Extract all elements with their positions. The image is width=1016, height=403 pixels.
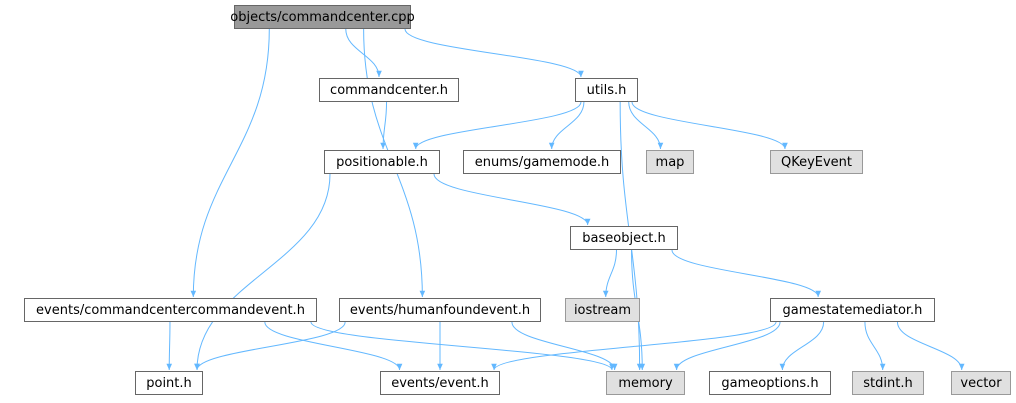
edge-utils_h-to-positionable_h bbox=[412, 101, 582, 150]
node-iostream: iostream bbox=[565, 298, 640, 322]
edge-gamestatemediator_h-to-event_h bbox=[491, 321, 777, 371]
node-stdint-h: stdint.h bbox=[852, 371, 924, 395]
edge-cccommandevent_h-to-event_h bbox=[264, 321, 403, 371]
edge-positionable_h-to-point_h bbox=[194, 173, 331, 371]
node-point-h[interactable]: point.h bbox=[135, 371, 203, 395]
edge-humanfoundevent_h-to-point_h bbox=[194, 321, 346, 371]
edge-root-to-utils_h bbox=[404, 28, 584, 78]
edge-baseobject_h-to-gamestatemediator_h bbox=[671, 249, 821, 298]
node-enums-gamemode-h[interactable]: enums/gamemode.h bbox=[463, 150, 621, 174]
node-objects-commandcenter-cpp[interactable]: objects/commandcenter.cpp bbox=[230, 5, 415, 29]
edge-commandcenter_h-to-positionable_h bbox=[380, 101, 388, 150]
node-memory: memory bbox=[606, 371, 685, 395]
node-vector: vector bbox=[951, 371, 1011, 395]
node-commandcenter-h[interactable]: commandcenter.h bbox=[319, 78, 459, 102]
node-baseobject-h[interactable]: baseobject.h bbox=[570, 226, 678, 250]
node-positionable-h[interactable]: positionable.h bbox=[324, 150, 440, 174]
edge-gamestatemediator_h-to-memory bbox=[673, 321, 781, 371]
edge-positionable_h-to-baseobject_h bbox=[433, 173, 591, 226]
edge-root-to-commandcenter_h bbox=[345, 28, 382, 78]
edge-baseobject_h-to-iostream bbox=[602, 249, 617, 298]
node-utils-h[interactable]: utils.h bbox=[575, 78, 638, 102]
node-gameoptions-h[interactable]: gameoptions.h bbox=[709, 371, 831, 395]
node-gamestatemediator-h[interactable]: gamestatemediator.h bbox=[770, 298, 935, 322]
edge-utils_h-to-map bbox=[628, 101, 664, 150]
edge-root-to-cccommandevent_h bbox=[190, 28, 270, 298]
node-qkeyevent: QKeyEvent bbox=[770, 150, 863, 174]
edge-humanfoundevent_h-to-memory bbox=[511, 321, 618, 371]
edge-gamestatemediator_h-to-gameoptions_h bbox=[779, 321, 825, 371]
edge-cccommandevent_h-to-memory bbox=[310, 321, 615, 371]
node-events-event-h[interactable]: events/event.h bbox=[380, 371, 500, 395]
edge-gamestatemediator_h-to-stdint_h bbox=[864, 321, 886, 371]
node-events-commandcentercommandevent-h[interactable]: events/commandcentercommandevent.h bbox=[24, 298, 317, 322]
edge-cccommandevent_h-to-point_h bbox=[166, 321, 173, 371]
edge-gamestatemediator_h-to-vector bbox=[896, 321, 965, 371]
edge-utils_h-to-qkeyevent bbox=[631, 101, 788, 150]
node-events-humanfoundevent-h[interactable]: events/humanfoundevent.h bbox=[339, 298, 541, 322]
edge-utils_h-to-gamemode_h bbox=[548, 101, 585, 150]
node-map: map bbox=[646, 150, 694, 174]
